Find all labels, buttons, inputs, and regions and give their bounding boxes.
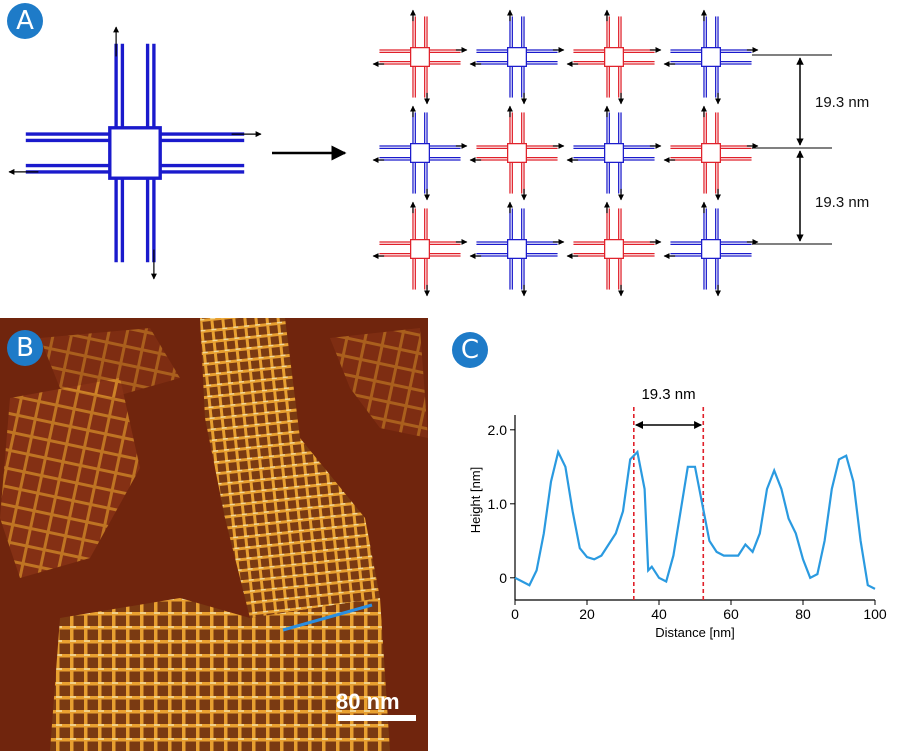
x-tick-label: 0 [511, 606, 519, 622]
lattice-tile [469, 201, 565, 297]
lattice-fragment-left [0, 378, 140, 578]
lattice-strip-vertical [200, 318, 380, 618]
chart-annotation: 19.3 nm [633, 386, 705, 600]
x-tick-label: 100 [863, 606, 887, 622]
lattice-tile [663, 105, 759, 201]
height-profile-series [514, 448, 876, 590]
lattice-tile [663, 9, 759, 105]
lattice-tile [663, 201, 759, 297]
lattice-tile [566, 201, 662, 297]
lattice-tile [372, 201, 468, 297]
lattice-fragment-right [330, 328, 428, 438]
afm-image [0, 318, 428, 751]
profile-line [282, 603, 373, 632]
spacing-annotation-label: 19.3 nm [641, 386, 695, 403]
spacing-label-bottom: 19.3 nm [815, 194, 870, 211]
monomer-cross [8, 26, 262, 280]
panel-a-schematic [8, 9, 832, 297]
lattice-tile [469, 105, 565, 201]
tile-lattice [372, 9, 759, 297]
y-tick-label: 2.0 [488, 422, 508, 438]
panel-badge-a: A [7, 3, 43, 39]
lattice-tile [372, 105, 468, 201]
lattice-sheet-bottom [50, 598, 390, 751]
lattice-tile [566, 105, 662, 201]
scale-bar-label: 80 nm [336, 689, 400, 714]
spacing-label-top: 19.3 nm [815, 94, 870, 111]
y-axis-label: Height [nm] [468, 467, 483, 533]
lattice-tile [372, 9, 468, 105]
panel-badge-c: C [452, 332, 488, 368]
chart-ticks: 0 20 40 60 80 100 0 1.0 2.0 [488, 422, 887, 622]
x-tick-label: 20 [579, 606, 595, 622]
cross-tile-monomer [8, 26, 262, 280]
panel-badge-b: B [7, 330, 43, 366]
x-tick-label: 60 [723, 606, 739, 622]
chart-axes [514, 415, 875, 601]
x-tick-label: 40 [651, 606, 667, 622]
lattice-tile [469, 9, 565, 105]
dimension-marks [752, 54, 832, 245]
y-tick-label: 0 [499, 570, 507, 586]
y-tick-label: 1.0 [488, 496, 508, 512]
x-axis-label: Distance [nm] [655, 625, 734, 640]
scale-bar [338, 715, 416, 721]
lattice-fragment-top [40, 328, 180, 398]
x-tick-label: 80 [795, 606, 811, 622]
height-profile-chart: 0 20 40 60 80 100 0 1.0 2.0 19.3 nm Distance [nm… [468, 386, 887, 640]
lattice-tile [566, 9, 662, 105]
